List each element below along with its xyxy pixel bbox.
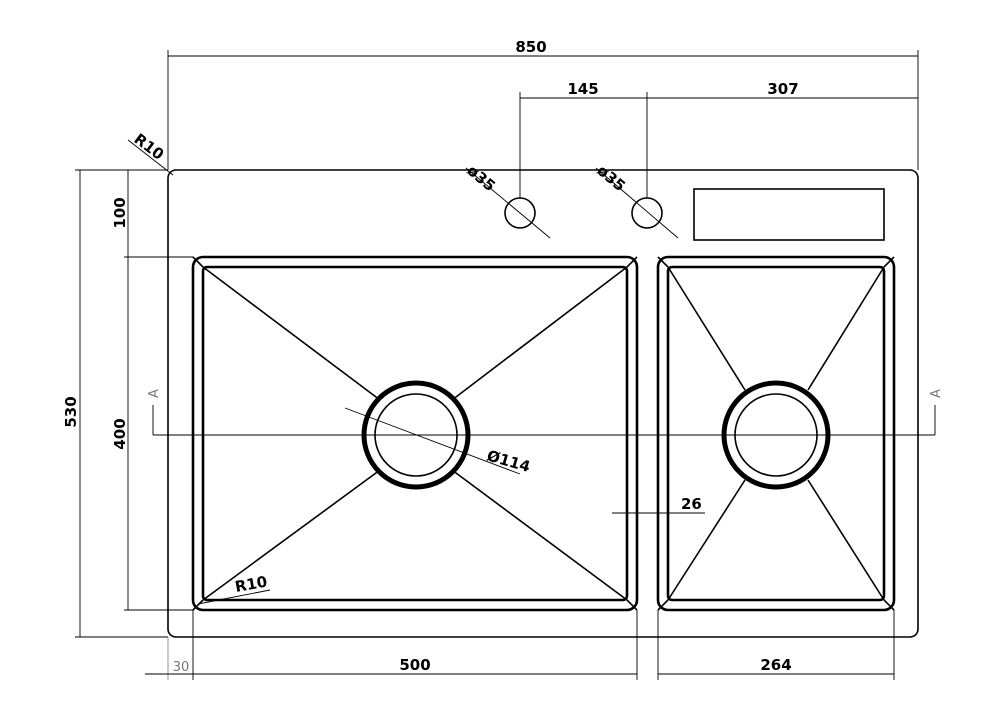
dim-outer-radius: R10 [127,130,174,176]
svg-text:ø35: ø35 [593,161,628,195]
svg-text:530: 530 [62,396,80,427]
dim-tap-hole-2: ø35 [593,161,679,239]
section-mark-left: A [147,389,162,398]
dim-overall-height: 530 [62,169,168,638]
svg-text:145: 145 [567,80,598,98]
sink-outline [167,169,919,638]
svg-text:Ø114: Ø114 [485,447,532,476]
small-bowl [656,255,896,612]
svg-text:R10: R10 [234,573,269,596]
svg-text:30: 30 [173,660,190,675]
svg-text:850: 850 [515,38,546,56]
dim-tap-spacing: 145 307 [519,80,918,198]
svg-text:307: 307 [767,80,798,98]
section-mark-right: A [929,389,944,398]
dim-bowl-vertical: 100 400 [111,170,193,611]
svg-text:264: 264 [760,656,791,674]
large-bowl [191,255,639,612]
svg-text:R10: R10 [131,130,168,164]
dim-tap-hole-1: ø35 [463,161,551,239]
svg-text:ø35: ø35 [463,161,498,195]
svg-text:500: 500 [399,656,430,674]
dim-bowl-gap: 26 [612,495,705,514]
accessory-slot [693,188,885,241]
section-line: A A [147,389,944,436]
dim-bottom: 30 500 264 [145,610,895,680]
dim-overall-width: 850 [167,38,919,170]
svg-text:100: 100 [111,197,129,228]
dim-bowl-radius: R10 [197,573,271,605]
svg-text:26: 26 [681,495,702,513]
svg-text:400: 400 [111,418,129,449]
